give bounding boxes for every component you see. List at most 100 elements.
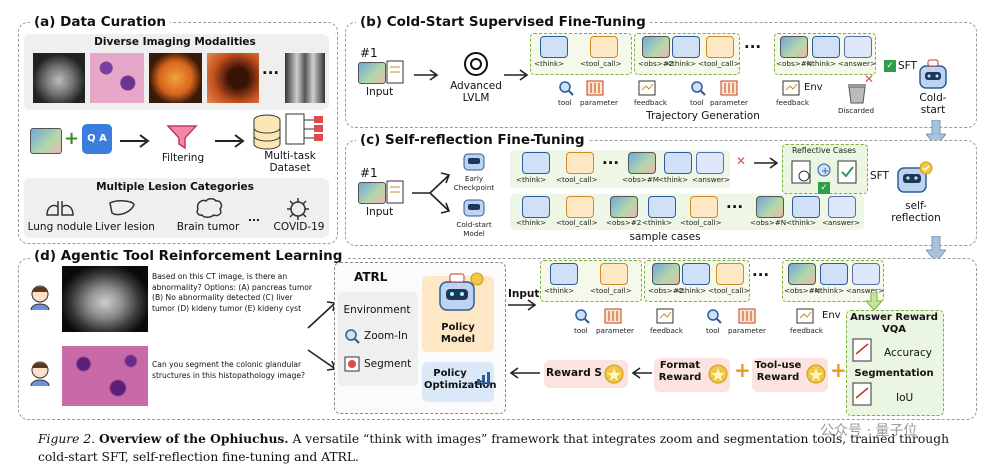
plus-sign: + xyxy=(830,358,847,382)
lesion-label-3: ... xyxy=(248,212,260,224)
sample-cases-label: sample cases xyxy=(629,231,701,243)
plus-sign: + xyxy=(64,128,80,149)
think-token xyxy=(672,36,700,58)
coin-star-icon xyxy=(604,364,624,384)
tool-call-token xyxy=(566,196,594,218)
token-label: <obs>#N xyxy=(750,218,787,227)
token-label: <answer> xyxy=(846,286,885,295)
sft-label: SFT xyxy=(898,60,917,72)
iou-label: IoU xyxy=(896,392,914,404)
robot-icon xyxy=(919,59,947,89)
self-reflection-output: self- reflection xyxy=(884,200,948,224)
atrl-label: ATRL xyxy=(354,270,388,284)
panel-c-title: (c) Self-reflection Fine-Tuning xyxy=(356,132,589,148)
modality-histology-image xyxy=(90,53,144,103)
input-label: Input xyxy=(508,288,540,300)
env-label: Env xyxy=(804,82,823,93)
bar-chart-icon xyxy=(477,372,490,385)
magnifier-icon xyxy=(707,309,722,324)
trash-icon xyxy=(848,84,866,104)
think-token xyxy=(792,196,820,218)
format-reward-label: Format Reward xyxy=(654,360,706,384)
segmentation-label: Segmentation xyxy=(854,368,934,379)
cold-start-text: Cold- start xyxy=(919,92,947,116)
caption-prefix: Figure 2. xyxy=(38,432,96,446)
ellipsis: ··· xyxy=(744,38,762,56)
tool-label: tool xyxy=(558,98,572,107)
token-label: <obs>#M xyxy=(622,175,659,184)
modality-xray-image xyxy=(285,53,325,103)
answer-token xyxy=(696,152,724,174)
reject-x-icon: ✕ xyxy=(736,154,747,168)
ellipsis: ··· xyxy=(726,198,744,216)
slider-icon xyxy=(738,308,756,324)
lung-icon xyxy=(46,201,74,216)
tool-call-token xyxy=(600,263,628,285)
panel-d-title: (d) Agentic Tool Reinforcement Learning xyxy=(30,248,347,264)
tool-label: parameter xyxy=(580,98,618,107)
brain-icon xyxy=(196,198,223,218)
modality-fundus-image xyxy=(149,53,202,103)
tool-label: tool xyxy=(690,98,704,107)
arrow-right-icon xyxy=(215,134,245,148)
tool-call-token xyxy=(706,36,734,58)
panel-a-title: (a) Data Curation xyxy=(30,14,170,30)
tool-call-token xyxy=(590,36,618,58)
ct-scan-image xyxy=(62,266,148,332)
token-label: <tool_call> xyxy=(556,175,598,184)
think-token xyxy=(522,196,550,218)
lesion-label-4: COVID-19 xyxy=(273,221,325,233)
think-token xyxy=(648,196,676,218)
token-label: <tool_call> xyxy=(708,286,750,295)
lesion-label-2: Brain tumor xyxy=(176,221,240,233)
modality-endoscopy-image xyxy=(207,53,259,103)
filtering-label: Filtering xyxy=(161,152,205,164)
liver-icon xyxy=(109,200,135,216)
ellipsis: ··· xyxy=(602,154,620,172)
arrow-down-icon xyxy=(926,236,946,262)
token-label: <think> xyxy=(786,218,817,227)
figure-caption: Figure 2. Overview of the Ophiuchus. A v… xyxy=(38,430,968,466)
document-icon xyxy=(852,338,872,362)
self-reflection-text: self- reflection xyxy=(891,200,941,224)
answer-token xyxy=(852,263,880,285)
robot-icon xyxy=(439,272,484,311)
obs-token xyxy=(642,36,670,58)
obs-token xyxy=(756,196,784,218)
image-icon xyxy=(30,128,62,154)
cold-start-output: Cold- start xyxy=(908,92,958,116)
tool-label: parameter xyxy=(596,326,634,335)
accuracy-label: Accuracy xyxy=(884,347,932,359)
zoom-in-icon xyxy=(345,329,360,344)
plus-sign: + xyxy=(734,358,751,382)
caption-rest: A versatile “think with images” framewor… xyxy=(38,432,950,464)
feedback-icon xyxy=(796,308,814,324)
token-label: <obs>#N xyxy=(784,286,821,295)
input-label: Input xyxy=(366,86,394,98)
token-label: <tool_call> xyxy=(556,218,598,227)
tool-call-token xyxy=(716,263,744,285)
cold-start-model-label: Cold-start Model xyxy=(450,220,498,238)
tool-label: feedback xyxy=(790,326,824,335)
check-icon: ✓ xyxy=(884,60,896,72)
tool-use-reward-label: Tool-use Reward xyxy=(752,360,804,384)
user-avatar-icon xyxy=(30,285,50,310)
think-token xyxy=(540,36,568,58)
arrow-left-icon xyxy=(631,367,652,379)
virus-icon xyxy=(287,198,309,220)
qa-icon: Q A xyxy=(82,124,112,154)
discarded-label: Discarded xyxy=(838,106,875,115)
slider-icon xyxy=(720,80,738,96)
lesion-label-0: Lung nodule xyxy=(27,221,93,233)
format-reward-text: Format Reward xyxy=(658,360,702,383)
segment-icon xyxy=(344,356,360,372)
modalities-title: Diverse Imaging Modalities xyxy=(94,36,256,48)
obs-token xyxy=(780,36,808,58)
coin-star-icon xyxy=(708,364,728,384)
arrow-right-icon xyxy=(414,69,439,81)
token-label: <tool_call> xyxy=(698,59,740,68)
think-token xyxy=(682,263,710,285)
token-label: <obs>#2 xyxy=(606,218,642,227)
answer-token xyxy=(844,36,872,58)
token-label: <answer> xyxy=(822,218,861,227)
